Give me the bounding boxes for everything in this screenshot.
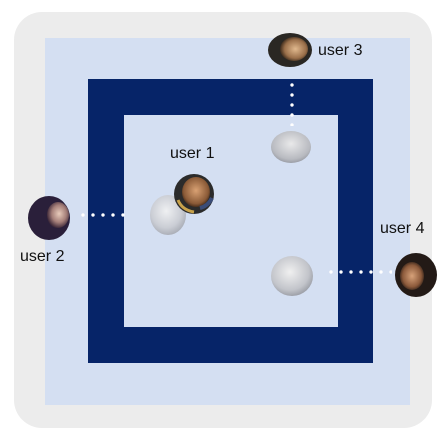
connector-user2 [78,213,130,217]
user1-head-icon [174,174,214,214]
user4-head-icon [395,253,437,297]
user3-label: user 3 [318,42,363,59]
user3-shadow-head-icon [271,131,311,163]
user1-shadow-head-icon [150,195,186,235]
connector-user3 [290,80,294,126]
user2-head-icon [28,196,70,240]
user4-shadow-head-icon [271,256,313,296]
user1-label: user 1 [170,145,215,162]
user4-label: user 4 [380,220,425,237]
user2-label: user 2 [20,248,65,265]
connector-user4 [326,270,392,274]
user3-head-icon [268,33,312,67]
